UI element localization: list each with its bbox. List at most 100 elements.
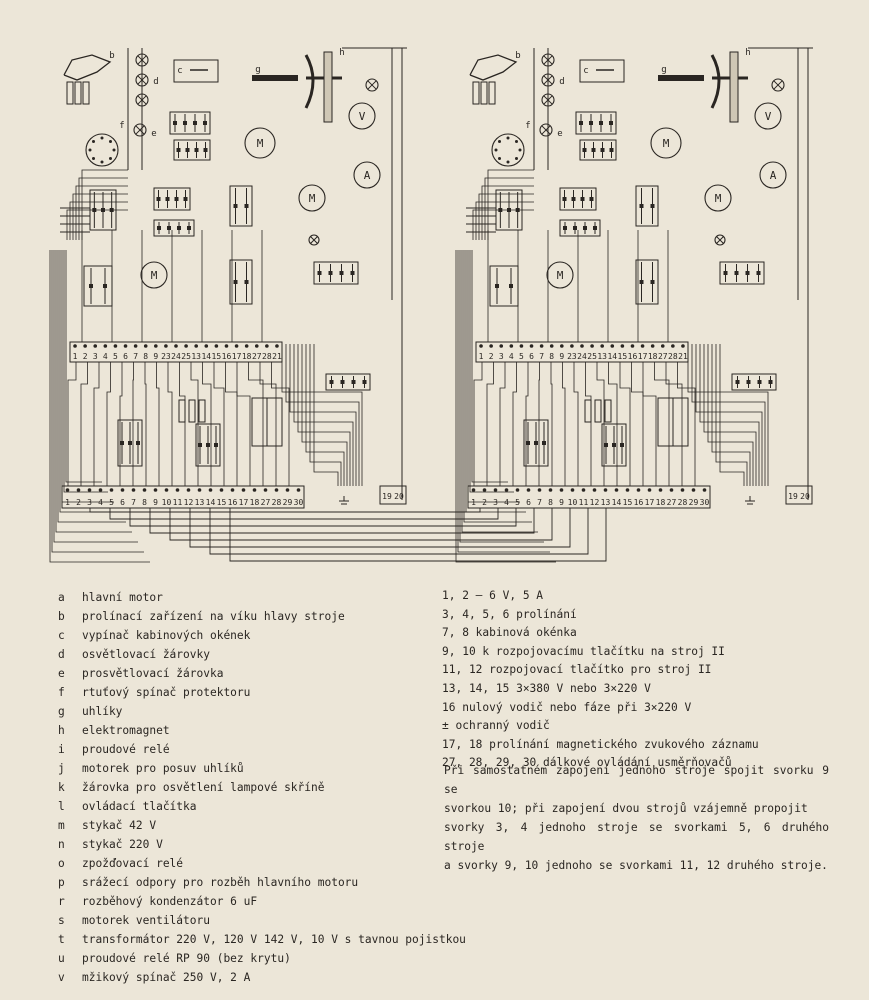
relay-contact-dot [350,271,355,275]
relay-contact-dot [317,271,322,275]
switch-pin [108,140,112,144]
bus-wire [213,362,225,486]
note-line: Při samostatném zapojení jednoho stroje … [444,764,829,796]
relay-body [195,423,221,467]
bus-wire [167,362,173,486]
terminal-legend-item: 27, 28, 29, 30 dálkové ovládání usměrňov… [442,756,732,770]
lamp-circle [771,78,785,92]
relay-contact-dot [599,121,603,125]
motor-label: M [151,269,158,282]
terminal-number: 15 [212,352,222,361]
bus-wire [695,344,763,486]
label-e: e [557,129,562,139]
terminal-number: 14 [206,498,216,507]
bus-wire [562,362,566,486]
terminal-number: 28 [272,498,282,507]
terminal-screw [640,344,645,348]
switch-pin [92,140,96,144]
terminal-number: 9 [153,498,158,507]
relay-contact-dot [328,271,333,275]
label-b: b [515,51,520,61]
terminal-number: 9 [559,498,564,507]
supply-wire [478,193,534,240]
terminal-number: 24 [577,352,587,361]
bus-wire [132,362,134,486]
relay-icon [523,419,549,467]
terminal-number: 3 [499,352,504,361]
legend-key: r [58,895,65,908]
terminal-number: 28 [678,498,688,507]
terminal-number: 1 [65,498,70,507]
bus-wire [156,362,160,486]
bus-wire [179,362,186,486]
terminal-number: 1 [479,352,484,361]
bus-wire [59,250,120,513]
relay-icon [719,261,765,285]
terminal-screw [219,488,224,492]
terminal-screw [76,488,81,492]
voltmeter-icon: V [348,102,376,130]
terminal-number: 7 [539,352,544,361]
switch-pin [88,148,92,152]
legend-text: mžikový spínač 250 V, 2 A [82,971,251,984]
relay-contact-dot [583,226,587,230]
terminal-number: 18 [242,352,252,361]
bus-wire [467,250,520,503]
terminal-legend-item: 3, 4, 5, 6 prolínání [442,607,577,621]
switch-pin [100,160,104,164]
bus-wire [202,362,212,486]
relay-body [313,261,359,285]
label-h: h [339,48,344,58]
terminal-screw [658,488,663,492]
terminal-number: 20 [394,492,404,501]
terminal-screw [98,488,103,492]
terminal-screw [548,488,553,492]
legend-key: l [58,800,65,813]
terminal-screw [194,344,198,348]
relay-contact-dot [526,441,530,445]
lamp-cross [310,236,318,244]
relay-contact-dot [233,280,238,284]
interconnect-cable [209,508,589,555]
mercury-switch [85,133,119,167]
terminal-number: 7 [133,352,138,361]
relay-icon [575,111,617,135]
legend-text: rtuťový spínač protektoru [82,686,251,699]
terminal-screw [241,488,246,492]
terminal-screw [254,344,259,348]
bus-wire [573,362,579,486]
motor-icon: M [650,127,682,159]
relay-icon [195,423,221,467]
relay-icon [579,139,617,161]
terminal-screw [263,488,268,492]
relay-contact-dot [174,197,179,201]
lamp-cross [541,125,551,135]
bus-wire [715,344,748,486]
terminal-number: 8 [143,352,148,361]
terminal-screw [610,344,615,348]
lamp-mirror [304,54,315,109]
bus-wire [313,344,339,486]
bus-wire [486,362,494,486]
lamp-circle [714,234,726,246]
terminal-screw [592,488,597,492]
relay-contact-dot [214,443,218,447]
ground-icon [745,496,755,505]
motor-circle [298,184,326,212]
bus-wire [63,250,108,493]
terminal-screw [614,488,619,492]
relay-body [731,373,777,391]
legend-key: b [58,610,65,623]
relay-contact-dot [244,204,249,208]
terminal-screw [581,488,586,492]
terminal-number: 18 [250,498,260,507]
legend-key: h [58,724,65,737]
bus-wire [525,362,529,486]
resistor-icon [178,399,186,423]
